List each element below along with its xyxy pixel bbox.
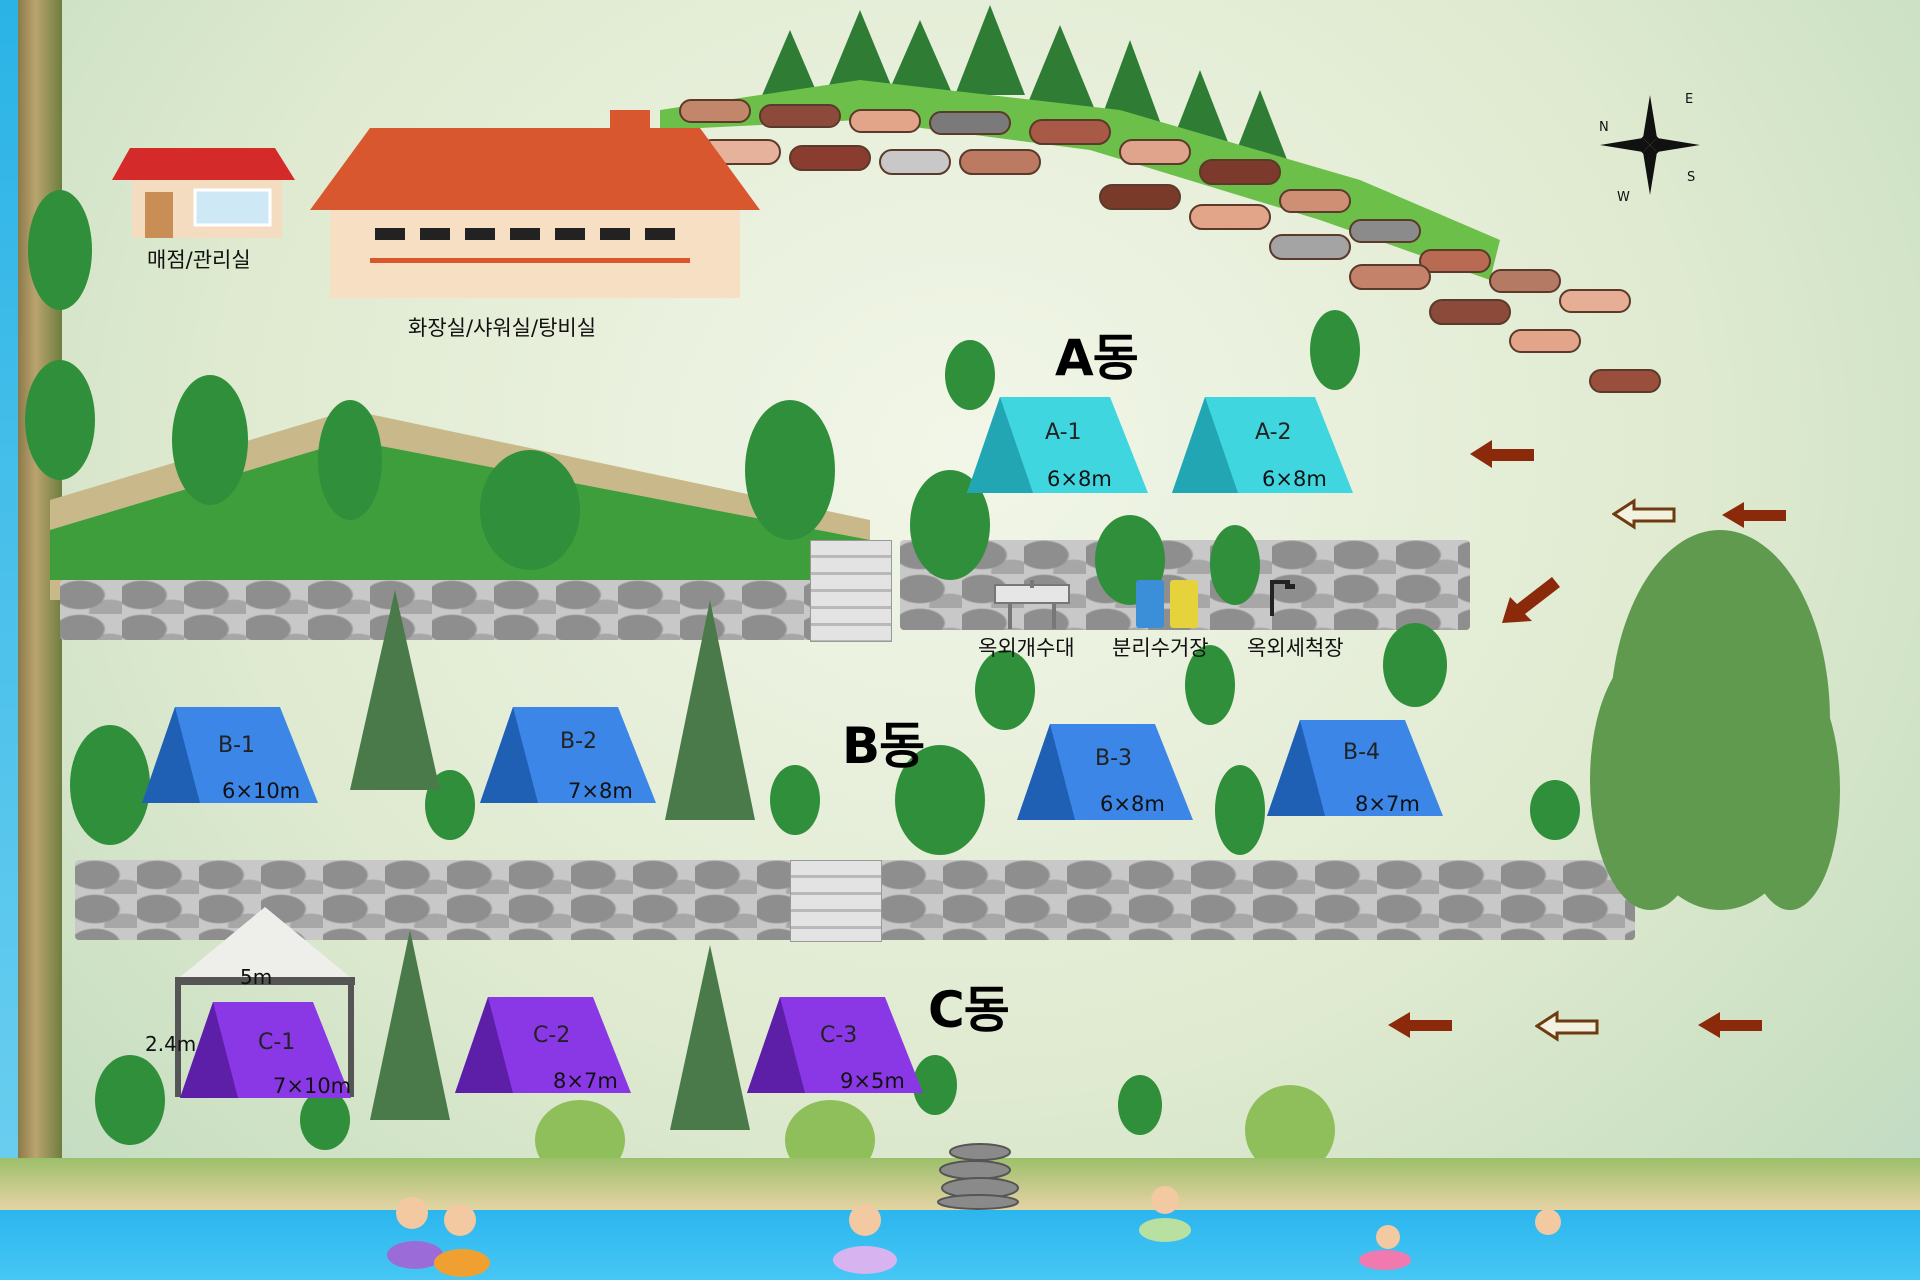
tent-b4-id: B-4	[1343, 740, 1380, 765]
tent-c2-size: 8×7m	[553, 1069, 618, 1093]
tent-c3-id: C-3	[820, 1023, 857, 1048]
tent-c2-id: C-2	[533, 1023, 570, 1048]
upper-grass-slope	[50, 380, 870, 600]
tent-b1-size: 6×10m	[222, 779, 300, 803]
cliff-edge	[18, 0, 62, 1210]
stairs-lower	[790, 860, 882, 942]
stairs-upper	[810, 540, 892, 642]
tent-a1[interactable]: A-1 6×8m	[965, 395, 1150, 495]
tent-b2[interactable]: B-2 7×8m	[478, 705, 658, 805]
tent-b2-size: 7×8m	[568, 779, 633, 803]
tent-c1-id: C-1	[258, 1030, 295, 1055]
tent-b3[interactable]: B-3 6×8m	[1015, 722, 1195, 822]
tent-c1-size: 7×10m	[273, 1074, 351, 1098]
tent-b1-id: B-1	[218, 733, 255, 758]
restroom-label: 화장실/샤워실/탕비실	[408, 312, 596, 342]
sink-label: 옥외개수대	[978, 632, 1075, 662]
compass-east: E	[1685, 92, 1693, 107]
river-edge	[0, 0, 18, 1280]
arrow-left-icon	[1722, 500, 1787, 530]
tent-c1[interactable]: C-1 7×10m	[178, 1000, 353, 1100]
tent-c3-size: 9×5m	[840, 1069, 905, 1093]
arrow-outline-left-icon	[1535, 1010, 1600, 1042]
compass-north: N	[1599, 120, 1609, 135]
tent-b2-id: B-2	[560, 729, 597, 754]
tent-b3-size: 6×8m	[1100, 792, 1165, 816]
tent-a1-size: 6×8m	[1047, 467, 1112, 491]
tent-a2-size: 6×8m	[1262, 467, 1327, 491]
tent-b1[interactable]: B-1 6×10m	[140, 705, 320, 805]
zone-b-title: B동	[842, 706, 924, 778]
canopy-width-label: 5m	[240, 965, 272, 989]
tent-b4-size: 8×7m	[1355, 792, 1420, 816]
tent-a2[interactable]: A-2 6×8m	[1170, 395, 1355, 495]
recycling-bins-icon	[1133, 575, 1203, 630]
shower-icon	[1267, 578, 1297, 618]
tent-c3[interactable]: C-3 9×5m	[745, 995, 925, 1095]
compass-rose: N E S W	[1595, 90, 1705, 200]
zone-c-title: C동	[928, 970, 1009, 1042]
sink-icon	[993, 580, 1071, 630]
store-label: 매점/관리실	[147, 244, 251, 274]
tent-a2-id: A-2	[1255, 420, 1292, 445]
arrow-left-icon	[1388, 1010, 1453, 1040]
arrow-left-icon	[1470, 438, 1535, 470]
compass-south: S	[1687, 170, 1695, 185]
tent-a1-id: A-1	[1045, 420, 1082, 445]
recycling-label: 분리수거장	[1112, 632, 1209, 662]
zone-a-title: A동	[1055, 318, 1138, 390]
arrow-left-icon	[1698, 1010, 1763, 1040]
stone-wall-upper-left	[60, 580, 820, 640]
arrow-outline-left-icon	[1612, 498, 1677, 530]
restroom-building	[310, 110, 770, 300]
tent-b3-id: B-3	[1095, 746, 1132, 771]
tent-b4[interactable]: B-4 8×7m	[1265, 718, 1445, 818]
arrow-down-left-icon	[1500, 575, 1565, 625]
stone-path	[660, 0, 1780, 420]
tent-c2[interactable]: C-2 8×7m	[453, 995, 633, 1095]
swimmers	[0, 1175, 1920, 1280]
wash-label: 옥외세척장	[1247, 632, 1344, 662]
compass-west: W	[1617, 190, 1630, 205]
store-building	[110, 140, 300, 240]
